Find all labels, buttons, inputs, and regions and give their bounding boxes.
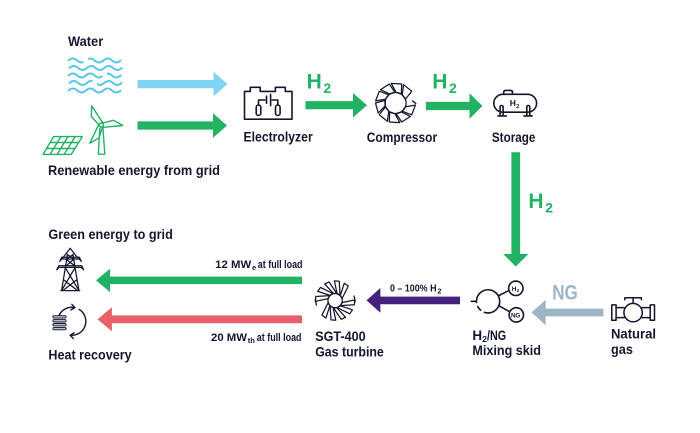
svg-text:H: H [510, 98, 516, 108]
svg-text:Green energy to grid: Green energy to grid [48, 227, 172, 242]
svg-text:2: 2 [516, 104, 519, 110]
svg-text:2: 2 [545, 200, 553, 216]
svg-text:NG: NG [552, 282, 578, 305]
svg-text:e: e [252, 263, 256, 272]
svg-text:Natural: Natural [611, 327, 656, 342]
svg-text:Compressor: Compressor [367, 130, 438, 145]
svg-text:2: 2 [449, 80, 457, 96]
svg-text:Gas turbine: Gas turbine [315, 345, 384, 360]
svg-text:Heat recovery: Heat recovery [48, 347, 132, 362]
svg-text:at full load: at full load [257, 332, 302, 344]
svg-text:Renewable energy from grid: Renewable energy from grid [48, 163, 220, 178]
svg-text:2: 2 [482, 334, 487, 344]
svg-text:Water: Water [68, 34, 104, 49]
svg-text:H: H [307, 70, 322, 93]
svg-text:H: H [472, 328, 482, 343]
svg-text:H: H [528, 190, 543, 213]
svg-text:gas: gas [611, 342, 633, 357]
svg-text:0 – 100% H: 0 – 100% H [390, 283, 437, 295]
svg-text:H: H [432, 70, 447, 93]
svg-text:NG: NG [511, 312, 520, 319]
svg-text:2: 2 [323, 80, 331, 96]
svg-text:at full load: at full load [258, 259, 303, 271]
svg-text:Electrolyzer: Electrolyzer [244, 130, 314, 145]
svg-text:Mixing skid: Mixing skid [472, 343, 541, 358]
svg-text:2: 2 [517, 288, 520, 293]
svg-text:SGT-400: SGT-400 [315, 329, 365, 344]
svg-text:H: H [512, 286, 517, 293]
svg-text:20 MW: 20 MW [211, 332, 248, 344]
svg-text:th: th [248, 336, 255, 345]
svg-text:2: 2 [438, 288, 442, 295]
svg-text:/NG: /NG [487, 328, 506, 343]
svg-text:12 MW: 12 MW [215, 259, 252, 271]
svg-text:Storage: Storage [492, 130, 536, 145]
